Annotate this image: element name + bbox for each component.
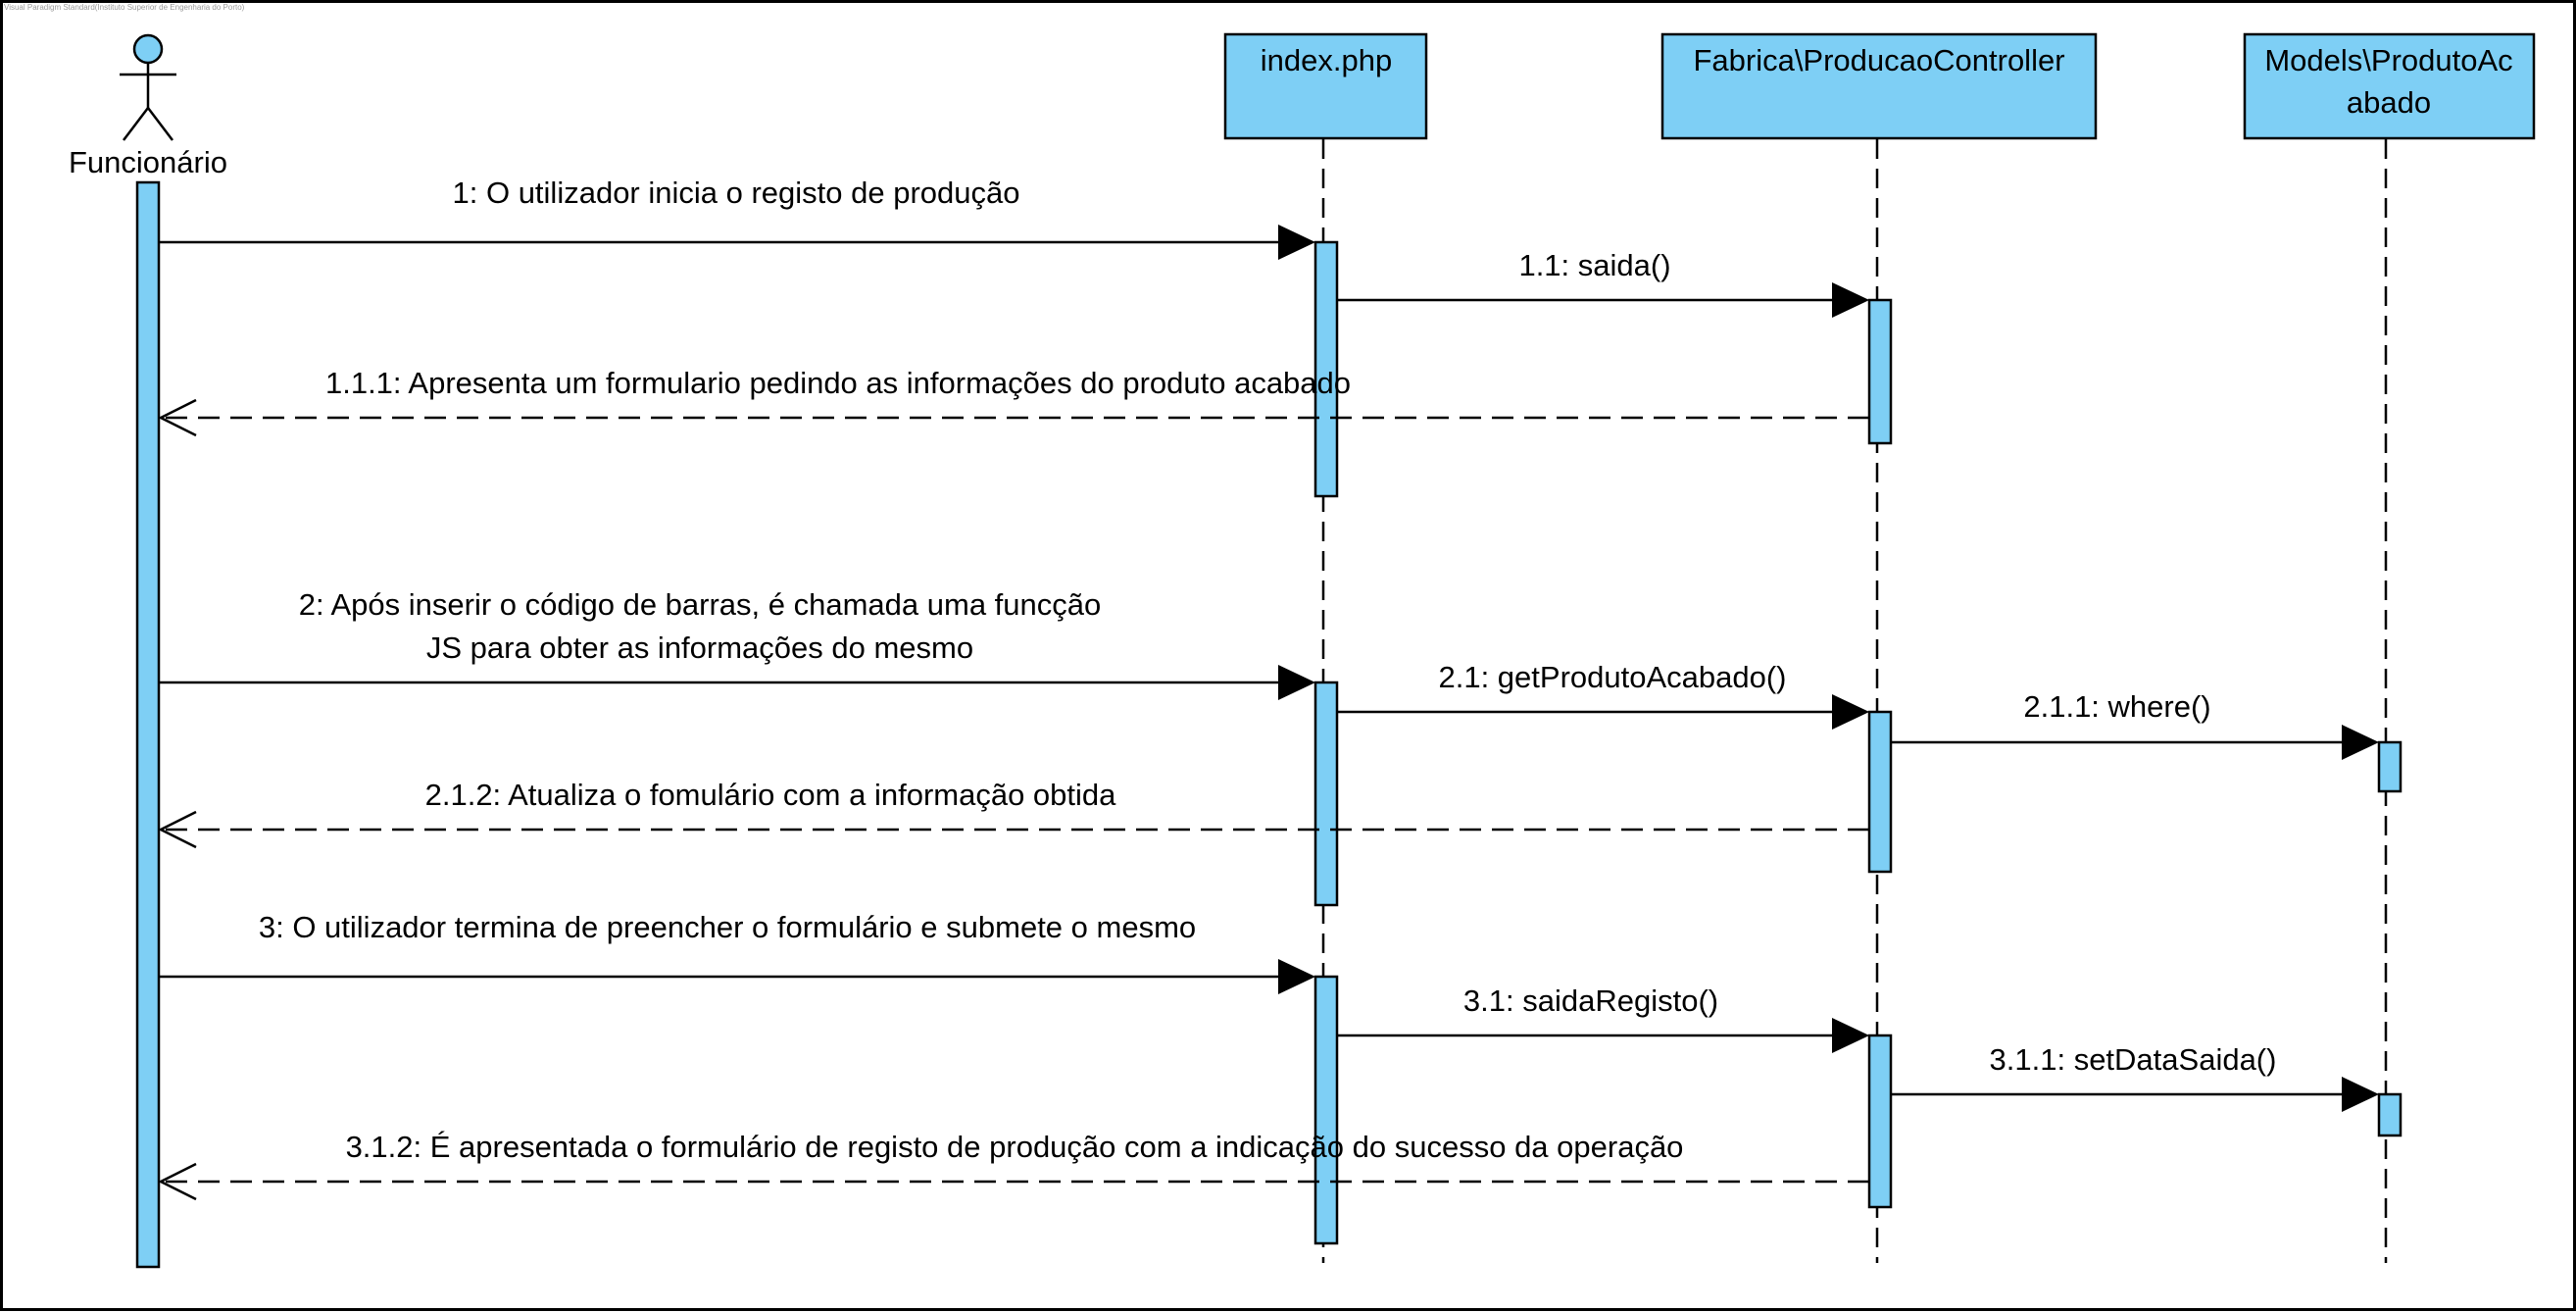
- message-label: 2.1: getProdutoAcabado(): [1438, 660, 1786, 694]
- lifeline-box: [2243, 32, 2536, 140]
- activation-controller-3: [1867, 1034, 1893, 1209]
- message-label: 3: O utilizador termina de preencher o f…: [259, 910, 1196, 944]
- message-label: 3.1: saidaRegisto(): [1463, 984, 1718, 1018]
- arrowhead-open: [158, 810, 197, 849]
- arrowhead-filled: [2342, 1077, 2379, 1112]
- activation-controller-2: [1867, 710, 1893, 874]
- message-2-1-2: 2.1.2: Atualiza o fomulário com a inform…: [158, 778, 1869, 849]
- watermark: Visual Paradigm Standard(Instituto Super…: [4, 3, 245, 12]
- lifeline-box: [1660, 32, 2098, 140]
- lifeline-title: index.php: [1261, 43, 1392, 77]
- message-label: 2: Após inserir o código de barras, é ch…: [299, 587, 1102, 622]
- lifeline-title: Fabrica\ProducaoController: [1693, 43, 2064, 77]
- message-label: 1: O utilizador inicia o registo de prod…: [453, 176, 1020, 210]
- message-1: 1: O utilizador inicia o registo de prod…: [159, 176, 1315, 260]
- message-2-1: 2.1: getProdutoAcabado(): [1337, 660, 1869, 730]
- lifeline-produto-acabado: Models\ProdutoAc abado: [2243, 32, 2536, 140]
- arrowhead-filled: [1832, 1018, 1869, 1053]
- message-2: 2: Após inserir o código de barras, é ch…: [159, 587, 1315, 700]
- lifeline-producao-controller: Fabrica\ProducaoController: [1660, 32, 2098, 140]
- lifeline-box: [1223, 32, 1428, 140]
- activation-model-2: [2377, 1092, 2403, 1137]
- actor-leg-right: [147, 107, 173, 141]
- actor-head: [132, 33, 164, 65]
- lifeline-index-php: index.php: [1223, 32, 1428, 140]
- arrowhead-open: [158, 398, 197, 437]
- lifeline-title-line2: abado: [2347, 85, 2431, 120]
- actor-funcionario: Funcionário: [69, 33, 227, 179]
- lifeline-title: Models\ProdutoAc: [2264, 43, 2512, 77]
- actor-leg-left: [123, 107, 149, 141]
- activation-index-2: [1313, 681, 1339, 907]
- message-2-1-1: 2.1.1: where(): [1891, 689, 2379, 760]
- message-label: 3.1.2: É apresentada o formulário de reg…: [346, 1130, 1684, 1164]
- activation-index-3: [1313, 975, 1339, 1245]
- arrowhead-filled: [2342, 725, 2379, 760]
- arrowhead-filled: [1278, 665, 1315, 700]
- arrowhead-filled: [1278, 959, 1315, 994]
- message-label: 1.1.1: Apresenta um formulario pedindo a…: [325, 366, 1351, 400]
- activation-index-1: [1313, 240, 1339, 498]
- message-label: 3.1.1: setDataSaida(): [1990, 1042, 2277, 1077]
- arrowhead-filled: [1278, 225, 1315, 260]
- activation-controller-1: [1867, 298, 1893, 445]
- message-label: 2.1.1: where(): [2023, 689, 2210, 724]
- arrowhead-open: [158, 1162, 197, 1201]
- message-3-1-1: 3.1.1: setDataSaida(): [1891, 1042, 2379, 1112]
- message-label: 2.1.2: Atualiza o fomulário com a inform…: [425, 778, 1117, 812]
- arrowhead-filled: [1832, 694, 1869, 730]
- activation-actor: [135, 180, 161, 1269]
- message-3: 3: O utilizador termina de preencher o f…: [159, 910, 1315, 994]
- message-label-line2: JS para obter as informações do mesmo: [426, 631, 973, 665]
- arrowhead-filled: [1832, 282, 1869, 318]
- actor-name: Funcionário: [69, 145, 227, 179]
- message-1-1-1: 1.1.1: Apresenta um formulario pedindo a…: [158, 366, 1869, 437]
- message-label: 1.1: saida(): [1518, 248, 1670, 282]
- message-1-1: 1.1: saida(): [1337, 248, 1869, 318]
- message-3-1-2: 3.1.2: É apresentada o formulário de reg…: [158, 1130, 1869, 1201]
- message-3-1: 3.1: saidaRegisto(): [1337, 984, 1869, 1053]
- activation-model-1: [2377, 740, 2403, 793]
